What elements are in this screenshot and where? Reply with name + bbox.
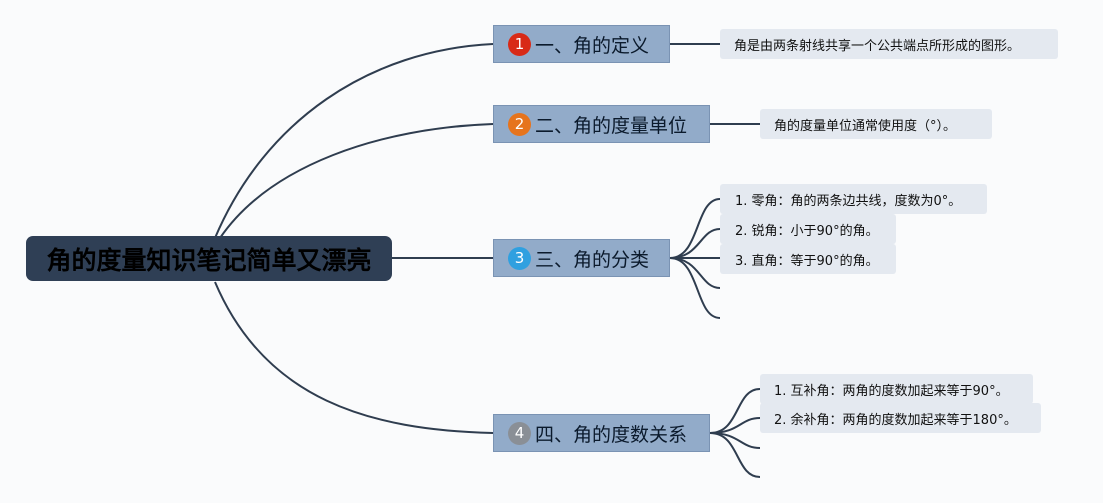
leaf-unit-text[interactable]: 角的度量单位通常使用度（°）。 [760, 109, 992, 139]
leaf-zero-angle[interactable]: 1. 零角：角的两条边共线，度数为0°。 [720, 184, 987, 214]
connector-branch-3-leaf-1 [669, 198, 721, 259]
root-topic[interactable]: 角的度量知识笔记简单又漂亮 [26, 236, 392, 281]
branch-relationships[interactable]: 4 四、角的度数关系 [493, 414, 710, 452]
leaf-acute-angle[interactable]: 2. 锐角：小于90°的角。 [720, 214, 896, 244]
leaf-supplementary-angle[interactable]: 2. 余补角：两角的度数加起来等于180°。 [760, 403, 1041, 433]
branch-definition[interactable]: 1 一、角的定义 [493, 25, 670, 63]
branch-label: 二、角的度量单位 [535, 114, 688, 137]
connector-branch-4-stub-1 [709, 432, 761, 449]
branch-classification[interactable]: 3 三、角的分类 [493, 239, 670, 277]
branch-label: 四、角的度数关系 [535, 423, 688, 446]
branch-label: 一、角的定义 [535, 34, 650, 57]
number-badge-1: 1 [508, 32, 531, 56]
connector-root-branch-2 [219, 123, 494, 239]
connector-root-branch-1 [214, 43, 494, 239]
connector-branch-3-stub-2 [669, 257, 721, 319]
leaf-complementary-angle[interactable]: 1. 互补角：两角的度数加起来等于90°。 [760, 374, 1033, 404]
leaf-right-angle[interactable]: 3. 直角：等于90°的角。 [720, 244, 896, 274]
number-badge-4: 4 [508, 421, 531, 445]
connector-branch-4-leaf-1 [709, 388, 761, 434]
connector-root-branch-4 [214, 281, 494, 434]
number-badge-3: 3 [508, 246, 531, 270]
branch-label: 三、角的分类 [535, 248, 650, 271]
number-badge-2: 2 [508, 112, 531, 136]
branch-unit[interactable]: 2 二、角的度量单位 [493, 105, 710, 143]
connector-branch-4-leaf-2 [709, 417, 761, 434]
leaf-definition-text[interactable]: 角是由两条射线共享一个公共端点所形成的图形。 [720, 29, 1058, 59]
connector-branch-4-stub-2 [709, 432, 761, 478]
